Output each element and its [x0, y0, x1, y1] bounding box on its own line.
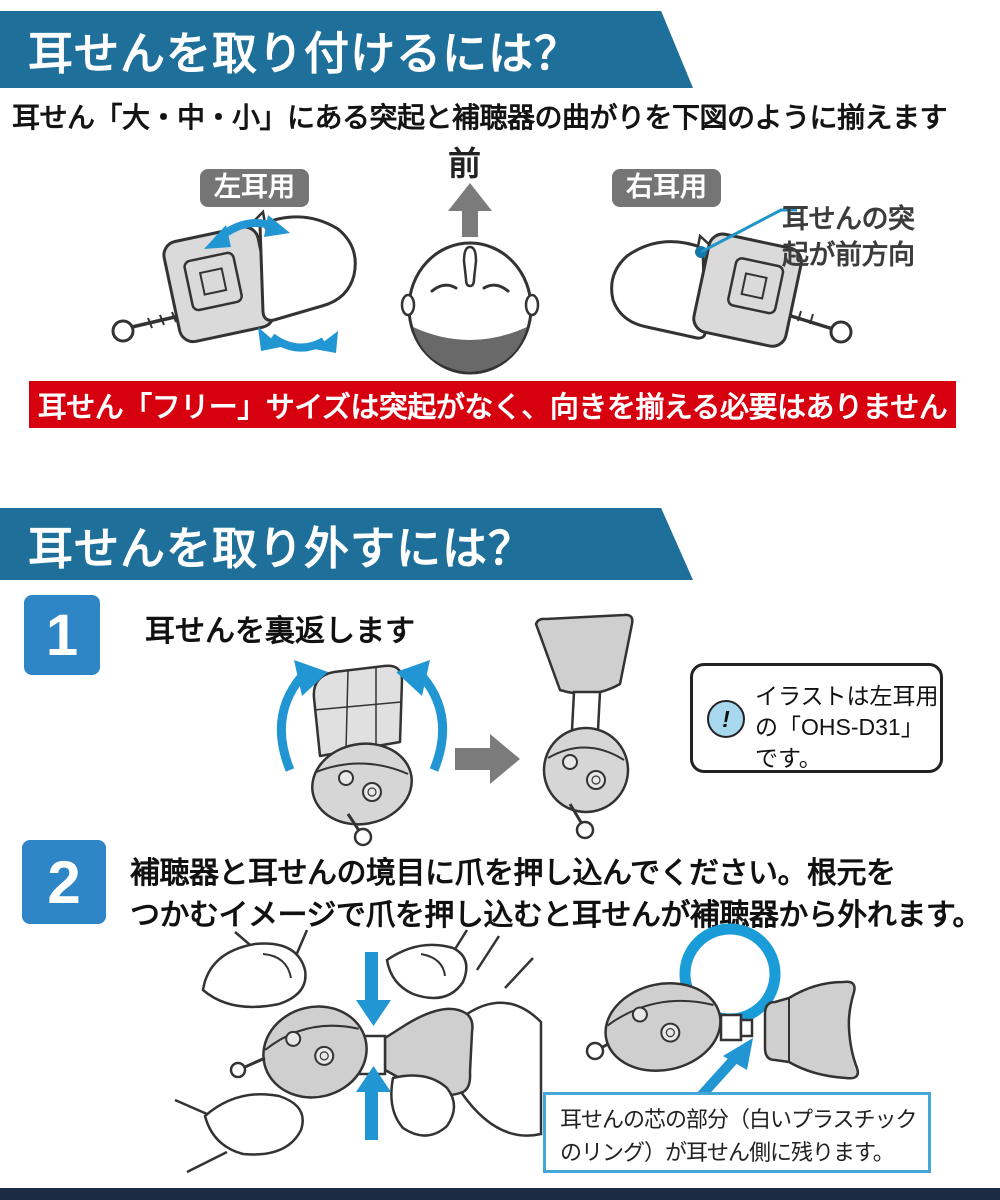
left-ear-label: 左耳用	[200, 169, 309, 207]
flip-eartip-illustration	[276, 613, 634, 847]
pinch-fingers-illustration	[174, 929, 543, 1174]
right-ear-label: 右耳用	[612, 169, 721, 207]
free-size-warning-banner: 耳せん「フリー」サイズは突起がなく、向きを揃える必要はありません	[29, 381, 956, 428]
attention-icon: !	[707, 700, 745, 738]
attach-section-title: 耳せんを取り付けるには？	[28, 28, 581, 79]
detach-section-title: 耳せんを取り外すには？	[28, 522, 535, 574]
step1-instruction: 耳せんを裏返します	[145, 615, 415, 648]
info-text: イラストは左耳用	[755, 683, 939, 709]
right-hearing-aid-illustration	[610, 208, 853, 348]
press-up-arrow-icon	[365, 1092, 378, 1140]
step2-number: 2	[47, 848, 81, 916]
ring-note-text: のリング）が耳せん側に残ります。	[560, 1140, 895, 1165]
attach-subtitle: 耳せん「大・中・小」にある突起と補聴器の曲がりを下図のように揃えます	[12, 102, 948, 133]
step2-number-badge: 2	[22, 840, 106, 924]
front-label: 前	[448, 145, 481, 182]
rotate-arrow-icon	[276, 673, 306, 772]
step2-instruction: 補聴器と耳せんの境目に爪を押し込んでください。根元を	[130, 857, 896, 890]
attach-section-banner: 耳せんを取り付けるには？	[0, 11, 693, 88]
step1-number-badge: 1	[24, 595, 100, 675]
model-info-box: ! イラストは左耳用 の「OHS-D31」 です。	[690, 663, 943, 773]
footer-divider-bar	[0, 1188, 1000, 1200]
next-arrow-icon	[455, 734, 520, 784]
callout-text: 起が前方向	[782, 240, 915, 270]
ring-note-text: 耳せんの芯の部分（白いプラスチック	[560, 1107, 918, 1132]
detach-section-banner: 耳せんを取り外すには？	[0, 508, 693, 580]
info-text: の「OHS-D31」	[755, 714, 924, 740]
callout-text: 耳せんの突	[782, 204, 915, 234]
rotate-arrow-icon	[269, 333, 326, 352]
front-arrow-icon	[448, 183, 492, 237]
callout-leader-line	[700, 208, 797, 254]
ring-note-box: 耳せんの芯の部分（白いプラスチック のリング）が耳せん側に残ります。	[543, 1092, 931, 1173]
info-text: です。	[755, 745, 822, 771]
left-hearing-aid-illustration	[111, 209, 357, 353]
press-down-arrow-icon	[365, 952, 378, 1000]
separated-parts-illustration	[585, 923, 860, 1101]
warning-text: 耳せん「フリー」サイズは突起がなく、向きを揃える必要はありません	[37, 391, 948, 424]
step2-instruction: つかむイメージで爪を押し込むと耳せんが補聴器から外れます。	[130, 899, 982, 932]
step1-number: 1	[45, 602, 79, 668]
rotate-arrow-icon	[418, 673, 448, 772]
core-pointer-arrow-icon	[696, 1052, 741, 1101]
head-top-view-illustration	[400, 183, 540, 375]
